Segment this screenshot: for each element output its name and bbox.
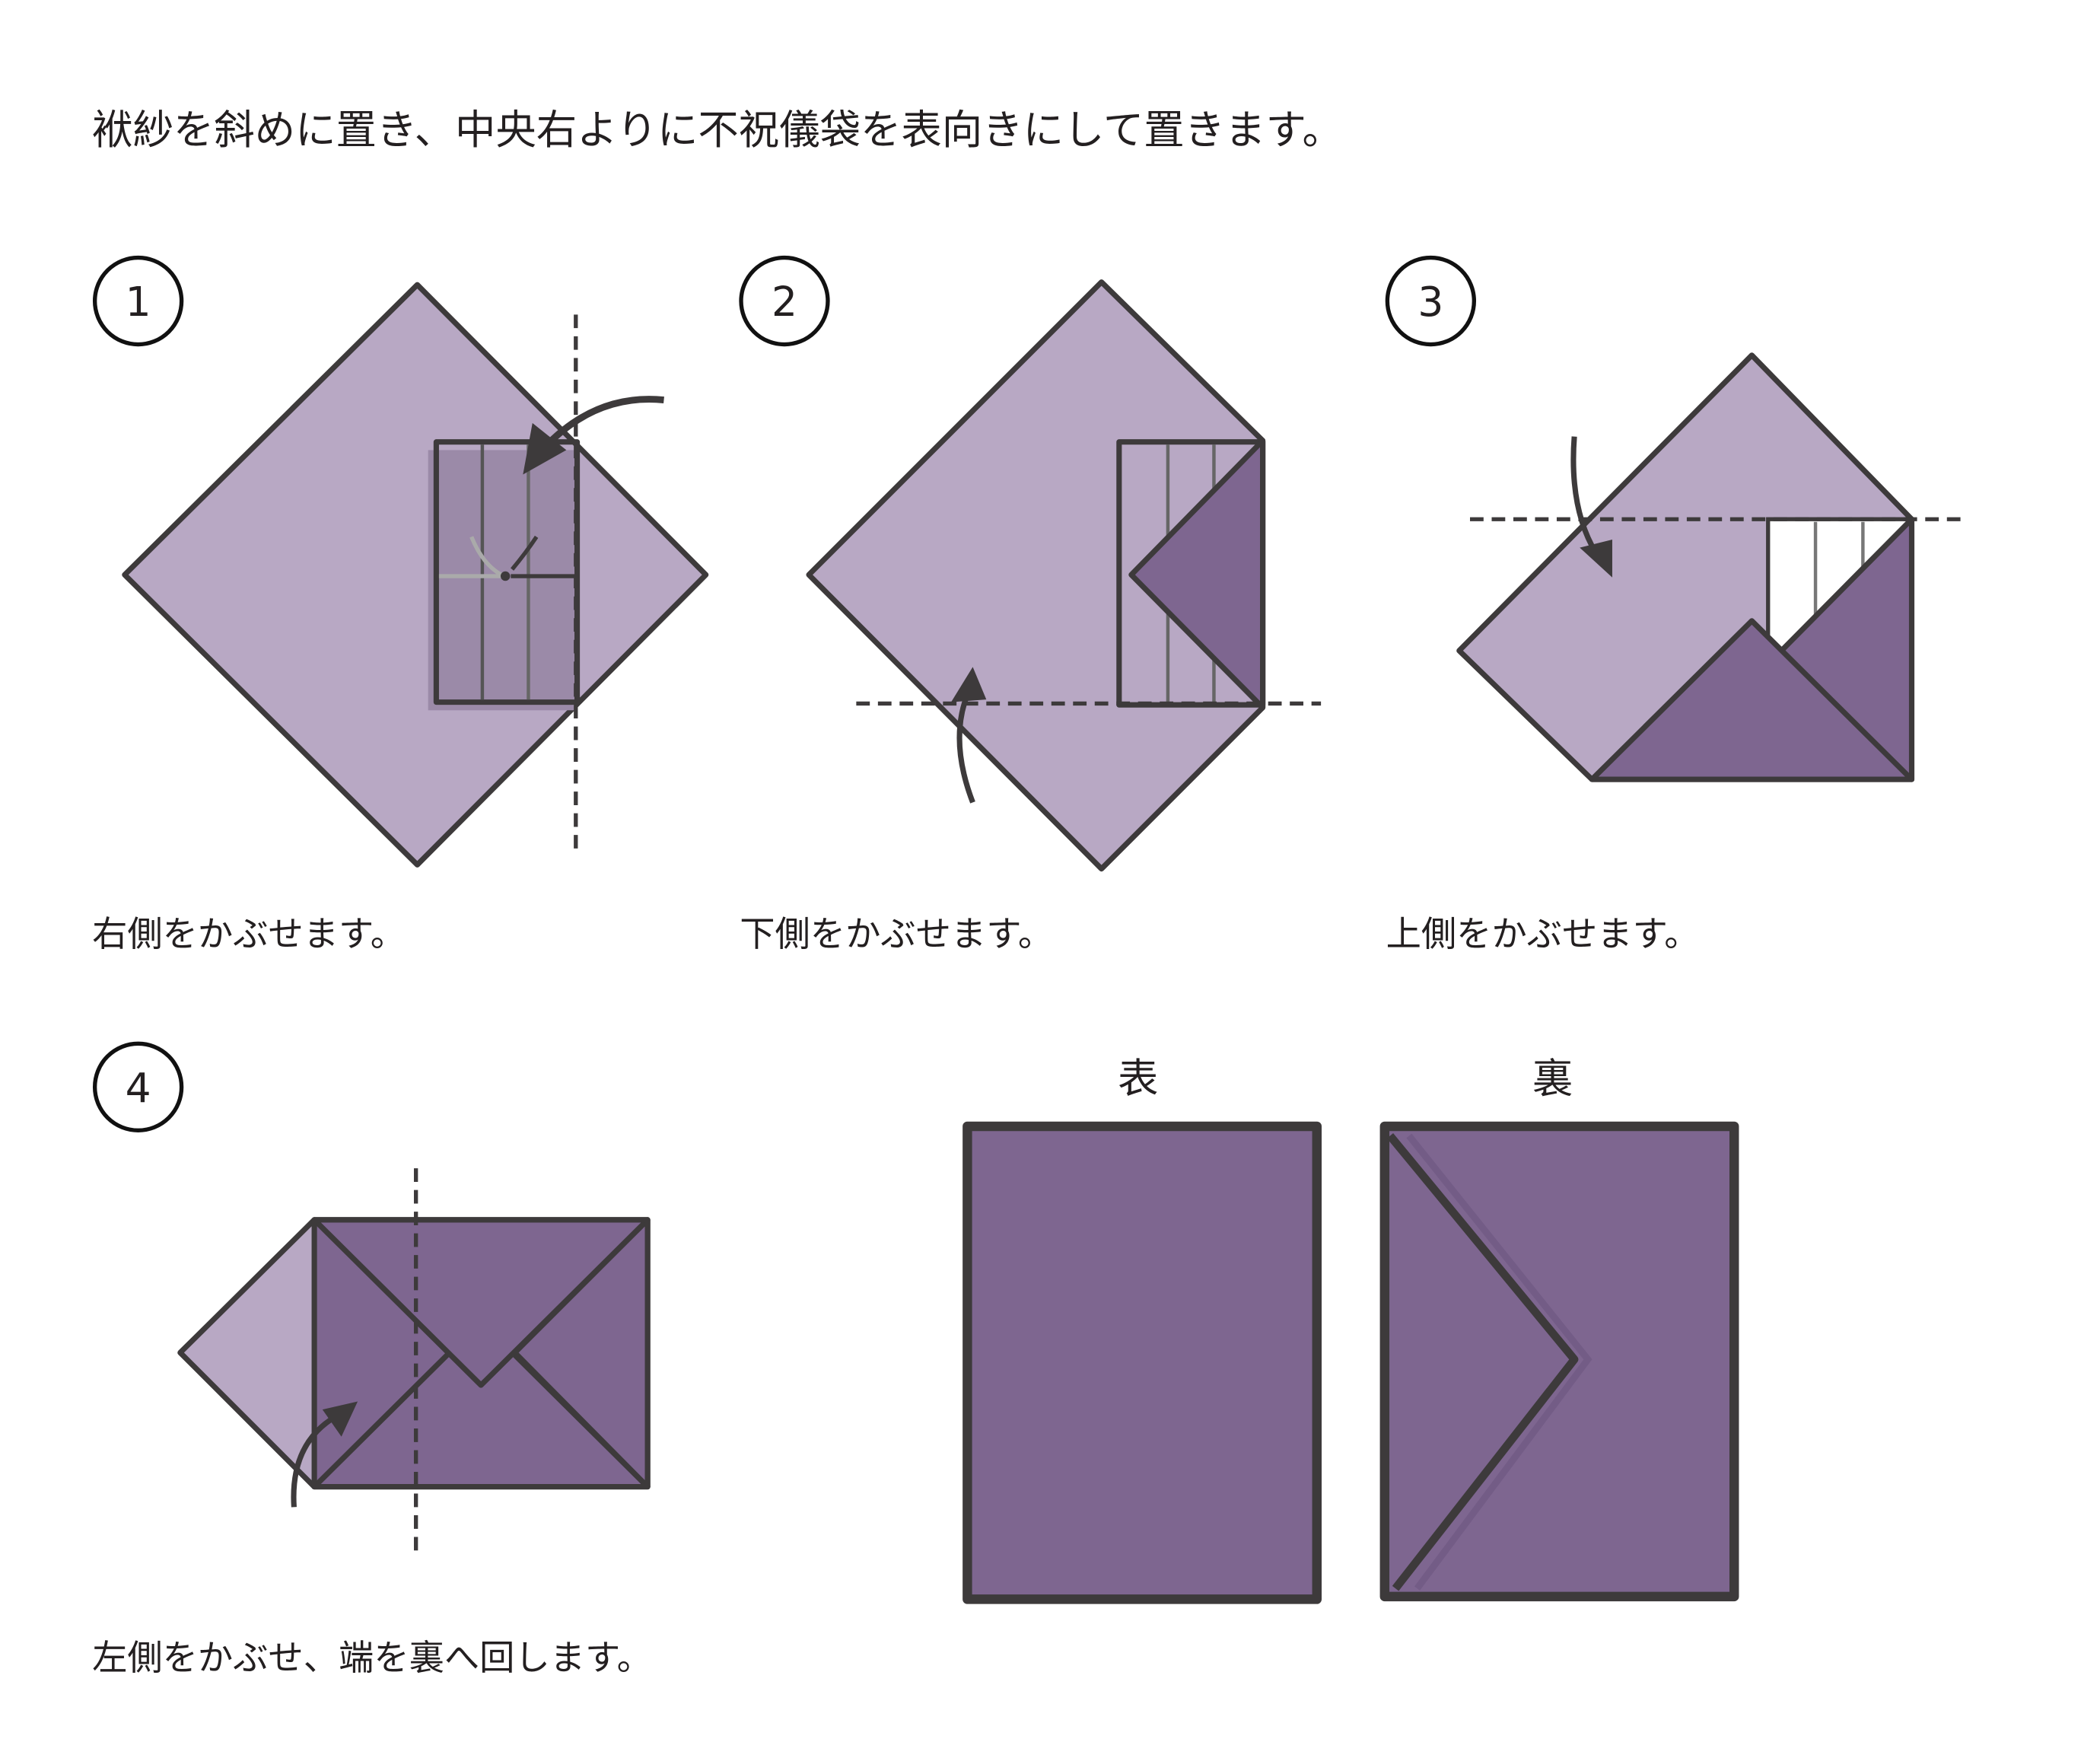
step-1-illustration bbox=[122, 282, 709, 868]
svg-text:3: 3 bbox=[1418, 278, 1443, 326]
fold-arrow-icon bbox=[291, 1413, 338, 1508]
step-2-badge: 2 bbox=[739, 255, 830, 347]
wrapped-front bbox=[963, 1121, 1322, 1604]
step-4-caption: 左側をかぶせ、端を裏へ回します。 bbox=[92, 1637, 652, 1678]
step-3-caption: 上側をかぶせます。 bbox=[1386, 913, 1700, 954]
svg-text:1: 1 bbox=[126, 278, 151, 326]
step-4-illustration bbox=[177, 1168, 651, 1555]
wrapped-back bbox=[1379, 1121, 1739, 1602]
step-4-badge: 4 bbox=[92, 1041, 184, 1132]
step-2-caption: 下側をかぶせます。 bbox=[740, 913, 1053, 954]
front-label: 表 bbox=[1118, 1054, 1158, 1102]
fold-arrow-icon bbox=[542, 396, 664, 450]
svg-text:2: 2 bbox=[772, 278, 797, 326]
fold-arrow-icon bbox=[1570, 436, 1599, 555]
back-label: 裏 bbox=[1532, 1054, 1573, 1102]
step-1-badge: 1 bbox=[92, 255, 184, 347]
step-1-caption: 右側をかぶせます。 bbox=[92, 913, 406, 954]
step-2-illustration bbox=[806, 279, 1322, 872]
step-3-badge: 3 bbox=[1385, 255, 1477, 347]
step-3-illustration bbox=[1456, 352, 1962, 782]
svg-text:4: 4 bbox=[126, 1064, 151, 1112]
instruction-title: 袱紗を斜めに置き、中央右よりに不祝儀袋を表向きにして置きます。 bbox=[92, 106, 1343, 154]
fold-arrow-icon bbox=[956, 690, 975, 804]
